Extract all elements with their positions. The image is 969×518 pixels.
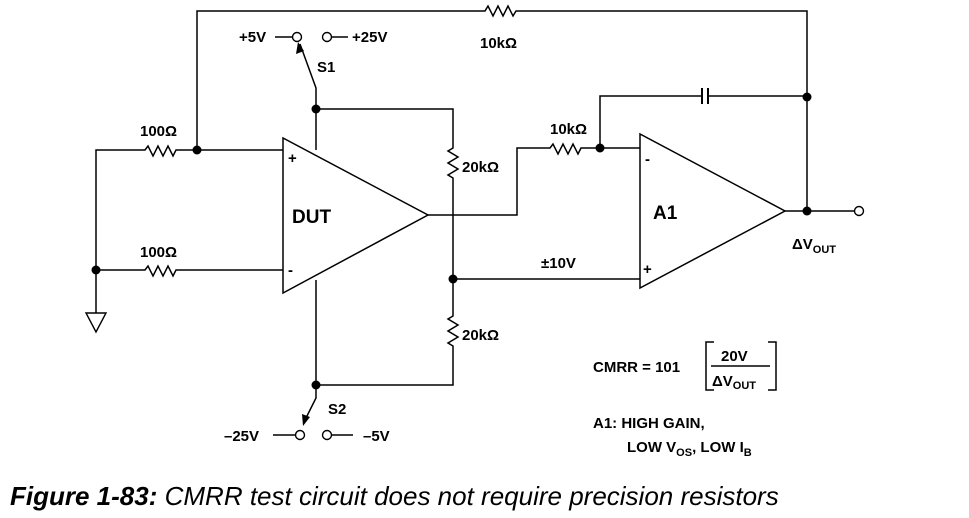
a1-minus-sign: - (645, 151, 650, 168)
dut-minus-sign: - (288, 262, 293, 279)
s1-contact-25v[interactable] (321, 31, 333, 43)
node-dot (311, 380, 321, 390)
s2-arrow-icon (302, 414, 310, 426)
output-label: ΔVOUT (792, 236, 836, 256)
cmrr-numerator: 20V (721, 348, 748, 365)
feedback-wire-top (196, 4, 808, 150)
s1-label: S1 (317, 59, 335, 76)
a1-label: A1 (653, 203, 678, 224)
dut-minus-input-wire (96, 264, 283, 278)
figure-caption: Figure 1-83: CMRR test circuit does not … (10, 481, 779, 512)
node-dot (311, 104, 321, 114)
a1-plus-signal-label: ±10V (541, 255, 576, 272)
node-dot (802, 206, 812, 216)
s1-right-label: +25V (352, 29, 387, 46)
a1-note-line1: A1: HIGH GAIN, (593, 415, 705, 432)
switch-s2[interactable] (273, 414, 353, 441)
figure-number: Figure 1-83: (10, 481, 158, 511)
bracket-left (705, 341, 714, 391)
output-terminal[interactable] (853, 205, 865, 217)
dut-opamp (282, 136, 430, 295)
switch-s1[interactable] (275, 31, 348, 110)
ground-icon (84, 270, 108, 334)
r-div-top-label: 20kΩ (462, 159, 499, 176)
capacitor-icon (701, 88, 709, 104)
r-in-minus-label: 100Ω (140, 244, 177, 261)
dut-output-wire (428, 142, 640, 216)
cmrr-denominator: ΔVOUT (712, 373, 756, 392)
s1-contact-5v[interactable] (291, 31, 303, 43)
node-dot (448, 274, 458, 284)
a1-opamp (639, 132, 787, 290)
node-dot (192, 145, 202, 155)
r-div-bottom-label: 20kΩ (462, 327, 499, 344)
s2-contact-5v[interactable] (321, 429, 333, 441)
r-a1-in-label: 10kΩ (550, 121, 587, 138)
s2-label: S2 (328, 401, 346, 418)
figure-caption-text: CMRR test circuit does not require preci… (164, 481, 779, 511)
s1-left-label: +5V (239, 29, 266, 46)
a1-plus-sign: + (643, 261, 652, 278)
s2-right-label: –5V (363, 428, 390, 445)
cmrr-lhs: CMRR = 101 (593, 359, 680, 376)
r-feedback-top-label: 10kΩ (480, 35, 517, 52)
dut-plus-input-wire (95, 144, 283, 270)
integrator-wire (599, 95, 807, 148)
a1-note-line2: LOW VOS, LOW IB (627, 439, 752, 459)
s1-arrow-icon (296, 42, 304, 54)
s2-contact-25v[interactable] (294, 429, 306, 441)
dut-plus-sign: + (288, 150, 297, 167)
bracket-right (768, 341, 777, 391)
dut-label: DUT (292, 207, 331, 228)
r-in-plus-label: 100Ω (140, 123, 177, 140)
s2-left-label: –25V (224, 428, 259, 445)
divider-network (316, 108, 460, 386)
